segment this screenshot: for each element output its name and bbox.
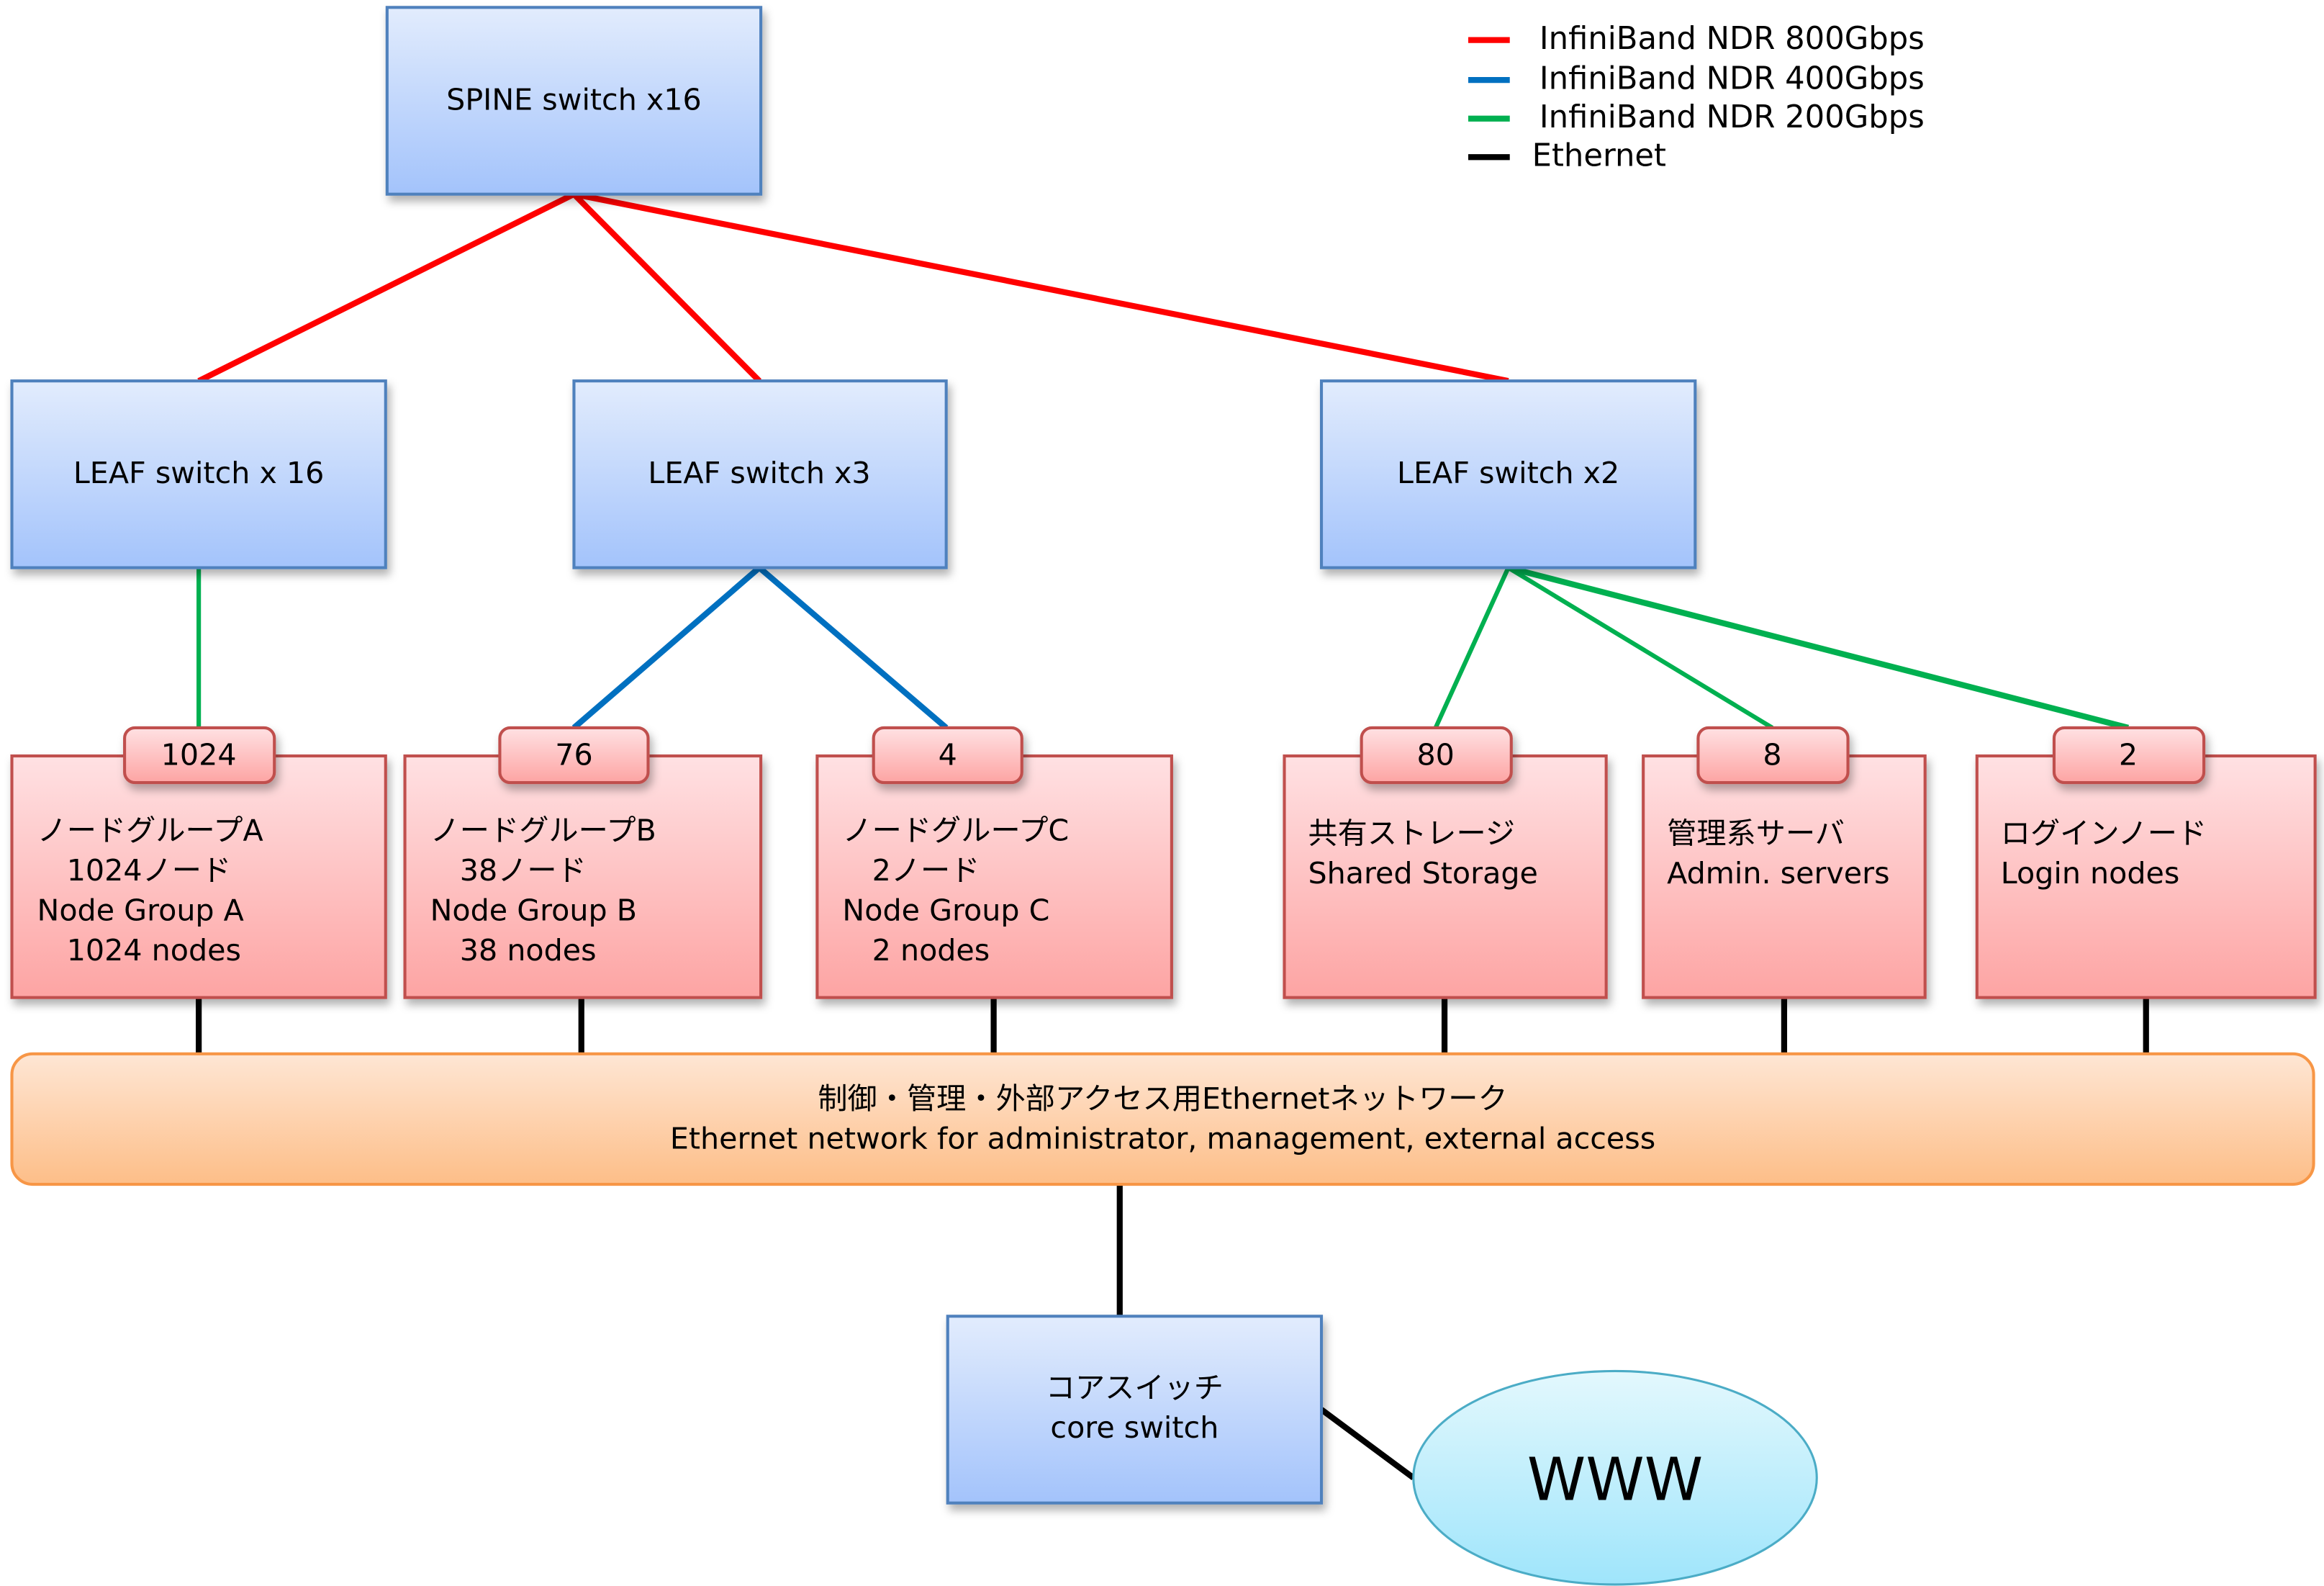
group-line-3: Node Group A (37, 893, 244, 928)
group-line-4: 38 nodes (430, 933, 597, 968)
group-count: 4 (939, 737, 957, 772)
node-group-c[interactable]: 4 ノードグループC 2ノード Node Group C 2 nodes (815, 726, 1173, 999)
group-line-1: ノードグループB (430, 813, 656, 847)
leaf-switch-b-label: LEAF switch x3 (648, 456, 870, 490)
group-count-badge (123, 726, 276, 785)
www-ellipse (1412, 1369, 1818, 1586)
group-count: 8 (1763, 737, 1781, 772)
leaf-switch-b[interactable] (572, 379, 948, 569)
link-spine-leaf-b (571, 192, 761, 384)
spine-switch-label: SPINE switch x16 (446, 82, 702, 117)
legend-label-ib200: InfiniBand NDR 200Gbps (1539, 99, 1925, 135)
internet-www[interactable]: WWW (1412, 1369, 1818, 1586)
group-count: 76 (555, 737, 592, 772)
legend-item-ib200: InfiniBand NDR 200Gbps (1468, 99, 1925, 135)
ethernet-network-label-en: Ethernet network for administrator, mana… (670, 1122, 1655, 1156)
group-line-2: 2ノード (842, 853, 980, 888)
legend-label-ethernet: Ethernet (1532, 138, 1666, 174)
group-line-4: 1024 nodes (37, 933, 241, 968)
group-count-badge (1360, 726, 1513, 785)
leaf-switch-a[interactable] (10, 379, 387, 569)
group-line-3: Node Group C (842, 893, 1049, 928)
ethernet-network-label-ja: 制御・管理・外部アクセス用Ethernetネットワーク (818, 1081, 1507, 1116)
core-switch-label-en: core switch (1050, 1410, 1218, 1445)
group-line-2: 38ノード (430, 853, 587, 888)
group-line-1: ログインノード (2001, 816, 2207, 851)
eth-link-core-www (1319, 1407, 1416, 1481)
group-count-badge (498, 726, 650, 785)
link-spine-leaf-a (197, 192, 576, 384)
group-count-badge (2052, 726, 2206, 785)
group-line-2: Admin. servers (1667, 856, 1889, 891)
group-line-1: 管理系サーバ (1667, 816, 1845, 851)
group-count-badge (1696, 726, 1850, 785)
group-line-2: Login nodes (2001, 856, 2180, 891)
group-line-1: ノードグループA (37, 813, 263, 847)
login-nodes[interactable]: 2 ログインノード Login nodes (1975, 726, 2317, 999)
group-line-4: 2 nodes (842, 933, 990, 968)
link-leaf-c-admin (1507, 565, 1774, 730)
group-line-3: Node Group B (430, 893, 637, 928)
legend-item-ib800: InfiniBand NDR 800Gbps (1468, 21, 1925, 57)
group-count: 1024 (161, 737, 237, 772)
legend-label-ib800: InfiniBand NDR 800Gbps (1539, 21, 1925, 57)
group-line-2: 1024ノード (37, 853, 232, 888)
node-group-a[interactable]: 1024 ノードグループA 1024ノード Node Group A 1024 … (10, 726, 387, 999)
links-ethernet (196, 997, 2149, 1481)
links-ib400 (571, 565, 949, 731)
link-leaf-b-group-c (757, 565, 949, 731)
legend-item-ethernet: Ethernet (1468, 138, 1666, 174)
links-ib800 (197, 191, 1509, 384)
leaf-switch-c[interactable] (1319, 379, 1697, 569)
ethernet-network[interactable]: 制御・管理・外部アクセス用Ethernetネットワーク Ethernet net… (10, 1052, 2315, 1186)
legend-item-ib400: InfiniBand NDR 400Gbps (1468, 61, 1925, 97)
link-spine-leaf-c (573, 191, 1509, 384)
node-group-b[interactable]: 76 ノードグループB 38ノード Node Group B 38 nodes (403, 726, 763, 999)
group-line-1: ノードグループC (842, 813, 1069, 847)
www-label: WWW (1527, 1446, 1703, 1515)
link-leaf-c-storage (1433, 567, 1511, 729)
leaf-switch-c-label: LEAF switch x2 (1397, 456, 1619, 490)
shared-storage[interactable]: 80 共有ストレージ Shared Storage (1283, 726, 1608, 999)
group-count: 80 (1416, 737, 1454, 772)
link-leaf-c-login (1507, 564, 2130, 731)
links-ib200 (196, 564, 2130, 731)
group-count-badge (872, 726, 1023, 785)
core-switch-label-ja: コアスイッチ (1046, 1371, 1224, 1405)
legend: InfiniBand NDR 800Gbps InfiniBand NDR 40… (1468, 21, 1925, 174)
group-line-1: 共有ストレージ (1308, 816, 1515, 851)
legend-label-ib400: InfiniBand NDR 400Gbps (1539, 61, 1925, 97)
core-switch[interactable]: コアスイッチ core switch (946, 1315, 1324, 1505)
spine-switch[interactable] (385, 6, 763, 196)
admin-servers[interactable]: 8 管理系サーバ Admin. servers (1642, 726, 1927, 999)
group-line-2: Shared Storage (1308, 856, 1537, 891)
group-count: 2 (2119, 737, 2138, 772)
leaf-switch-a-label: LEAF switch x 16 (73, 456, 325, 490)
link-leaf-b-group-b (571, 565, 761, 731)
